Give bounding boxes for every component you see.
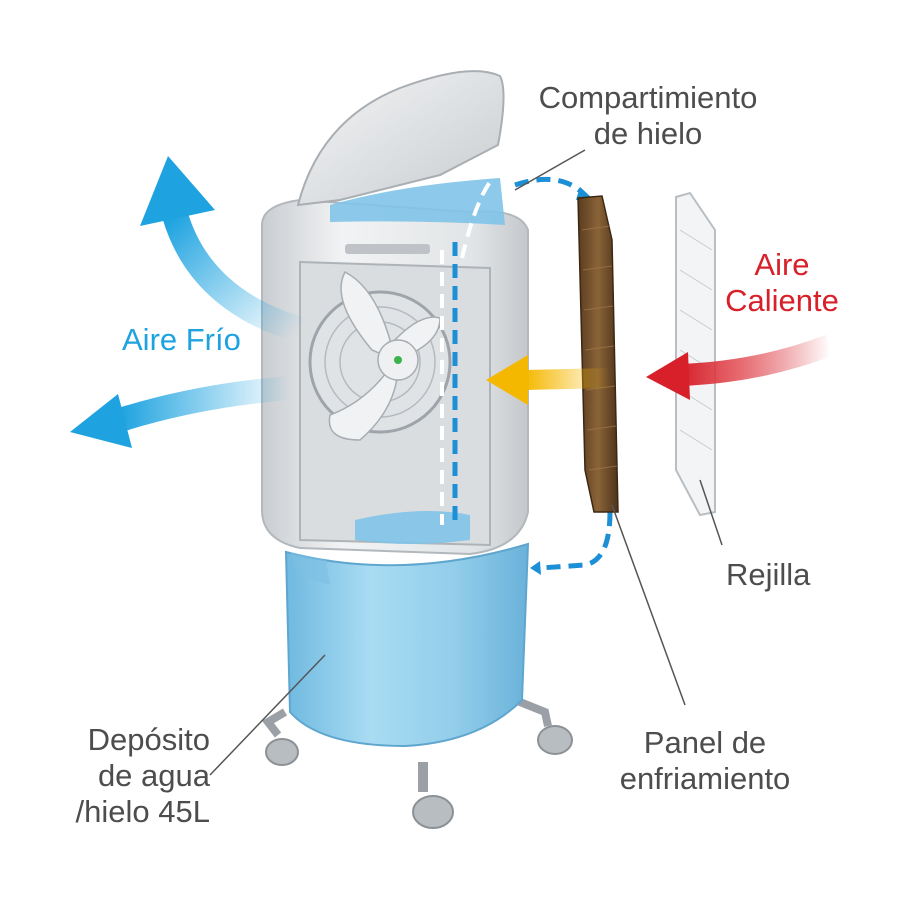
- label-cooling-panel: Panel de enfriamiento: [600, 725, 810, 797]
- label-cold-air: Aire Frío: [122, 322, 241, 358]
- grille: [676, 193, 715, 515]
- label-grille: Rejilla: [726, 557, 810, 593]
- label-ice-compartment: Compartimiento de hielo: [518, 80, 778, 152]
- label-tank-line1: Depósito: [30, 722, 210, 758]
- label-ice-compartment-line1: Compartimiento: [518, 80, 778, 116]
- cooling-panel: [578, 196, 618, 512]
- label-cooling-panel-line1: Panel de: [600, 725, 810, 761]
- label-hot-air-line1: Aire: [712, 247, 852, 283]
- label-hot-air: Aire Caliente: [712, 247, 852, 319]
- label-cooling-panel-line2: enfriamiento: [600, 761, 810, 797]
- label-ice-compartment-line2: de hielo: [518, 116, 778, 152]
- label-tank-line3: /hielo 45L: [30, 794, 210, 830]
- hot-air-arrow: [646, 345, 830, 400]
- cold-air-arrow-down: [70, 388, 290, 448]
- label-hot-air-line2: Caliente: [712, 283, 852, 319]
- label-tank: Depósito de agua /hielo 45L: [30, 722, 210, 830]
- label-tank-line2: de agua: [30, 758, 210, 794]
